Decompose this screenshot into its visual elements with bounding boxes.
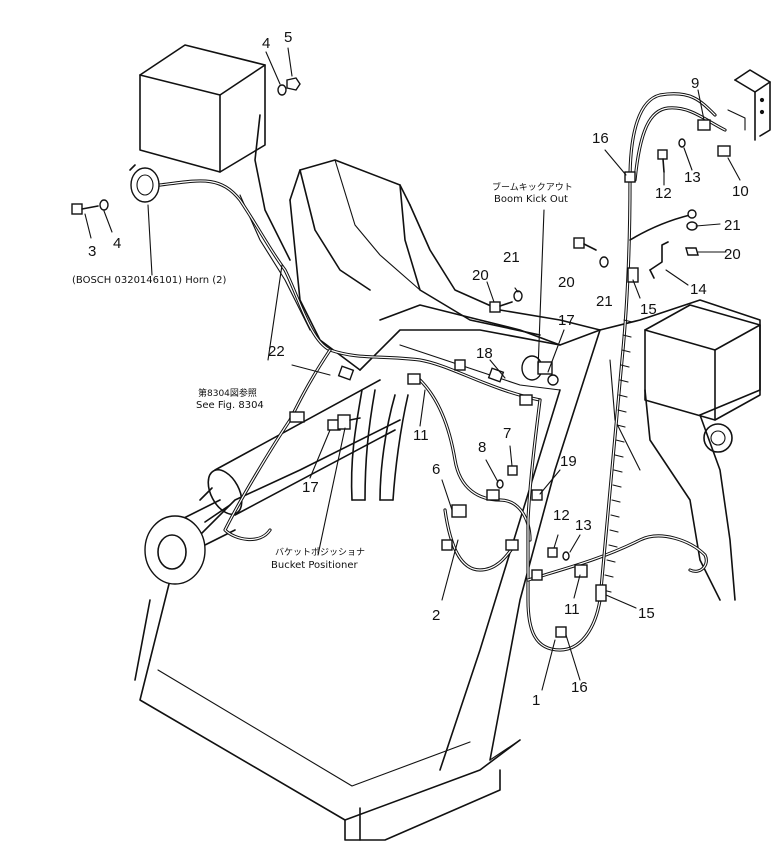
corrugated-conduit (602, 319, 633, 593)
callout-13-low: 13 (575, 517, 592, 534)
washer-4-lower (99, 199, 109, 211)
bracket-14 (649, 241, 669, 279)
callout-16-low: 16 (571, 679, 588, 696)
bucket-positioner (337, 414, 361, 430)
callout-7: 7 (503, 425, 511, 442)
horn-housing-box (139, 44, 266, 173)
bucket-positioner-label-jp: バケットポジッショナ (275, 547, 365, 558)
horn (129, 164, 160, 203)
boom-kick-out-label-jp: ブームキックアウト (492, 181, 573, 193)
washer-21-left (513, 290, 523, 302)
callout-6: 6 (432, 461, 440, 478)
callout-16-top: 16 (592, 130, 609, 147)
callout-12-low: 12 (553, 507, 570, 524)
callout-2: 2 (432, 607, 440, 624)
hydraulic-hoses (350, 389, 409, 501)
callout-17-right: 17 (558, 312, 575, 329)
bucket-positioner-label: Bucket Positioner (271, 560, 358, 571)
callout-3: 3 (88, 243, 96, 260)
text-labels: (BOSCH 0320146101) Horn (2) ブームキックアウト Bo… (72, 181, 573, 571)
callout-20-mid: 20 (558, 274, 575, 291)
callout-9: 9 (691, 75, 699, 92)
bolt-12-top (657, 149, 668, 173)
bolt-20-mid (573, 237, 597, 251)
callout-17-left: 17 (302, 479, 319, 496)
callout-20-left: 20 (472, 267, 489, 284)
callout-20-right: 20 (724, 246, 741, 263)
connector-10 (717, 145, 731, 157)
bolt-20-left (489, 301, 513, 313)
nut-5 (286, 77, 301, 91)
callout-19: 19 (560, 453, 577, 470)
callout-4-lower: 4 (113, 235, 121, 252)
callout-11-right: 11 (564, 601, 580, 618)
callout-5: 5 (284, 29, 292, 46)
washer-21-mid (599, 256, 609, 268)
callout-21-left: 21 (503, 249, 520, 266)
see-fig-label-jp: 第8304図参照 (198, 387, 257, 399)
boom-kick-out-switch (521, 355, 559, 386)
leader-lines (84, 47, 741, 691)
bolt-7 (507, 465, 518, 476)
horn-label: (BOSCH 0320146101) Horn (2) (72, 275, 227, 286)
callout-11-left: 11 (413, 427, 429, 444)
washer-13-top (678, 138, 686, 148)
bolt-20-right (685, 247, 699, 256)
callout-4-upper: 4 (262, 35, 270, 52)
callout-22: 22 (268, 343, 285, 360)
bolt-12-low (547, 547, 558, 558)
harness-wires (158, 92, 727, 652)
lift-cylinder (144, 379, 396, 585)
washer-4-upper (277, 84, 287, 96)
boom-kick-out-label: Boom Kick Out (494, 194, 568, 205)
callout-13-top: 13 (684, 169, 701, 186)
callout-21-mid: 21 (596, 293, 613, 310)
callout-numbers: 1 2 3 4 4 5 6 7 8 9 10 11 11 12 12 13 13… (88, 29, 749, 709)
callout-18: 18 (476, 345, 493, 362)
see-fig-label: See Fig. 8304 (196, 400, 264, 411)
callout-12-top: 12 (655, 185, 672, 202)
callout-8: 8 (478, 439, 486, 456)
loader-frame (134, 114, 761, 841)
connector-9 (697, 119, 711, 131)
arm-housing-box (644, 304, 761, 421)
bolt-3 (71, 203, 99, 215)
callout-1: 1 (532, 692, 540, 709)
callout-15-low: 15 (638, 605, 655, 622)
callout-10: 10 (732, 183, 749, 200)
washer-13-low (562, 551, 570, 561)
mounting-bracket (727, 69, 771, 141)
callout-15-top: 15 (640, 301, 657, 318)
callout-21-right: 21 (724, 217, 741, 234)
callout-14: 14 (690, 281, 707, 298)
